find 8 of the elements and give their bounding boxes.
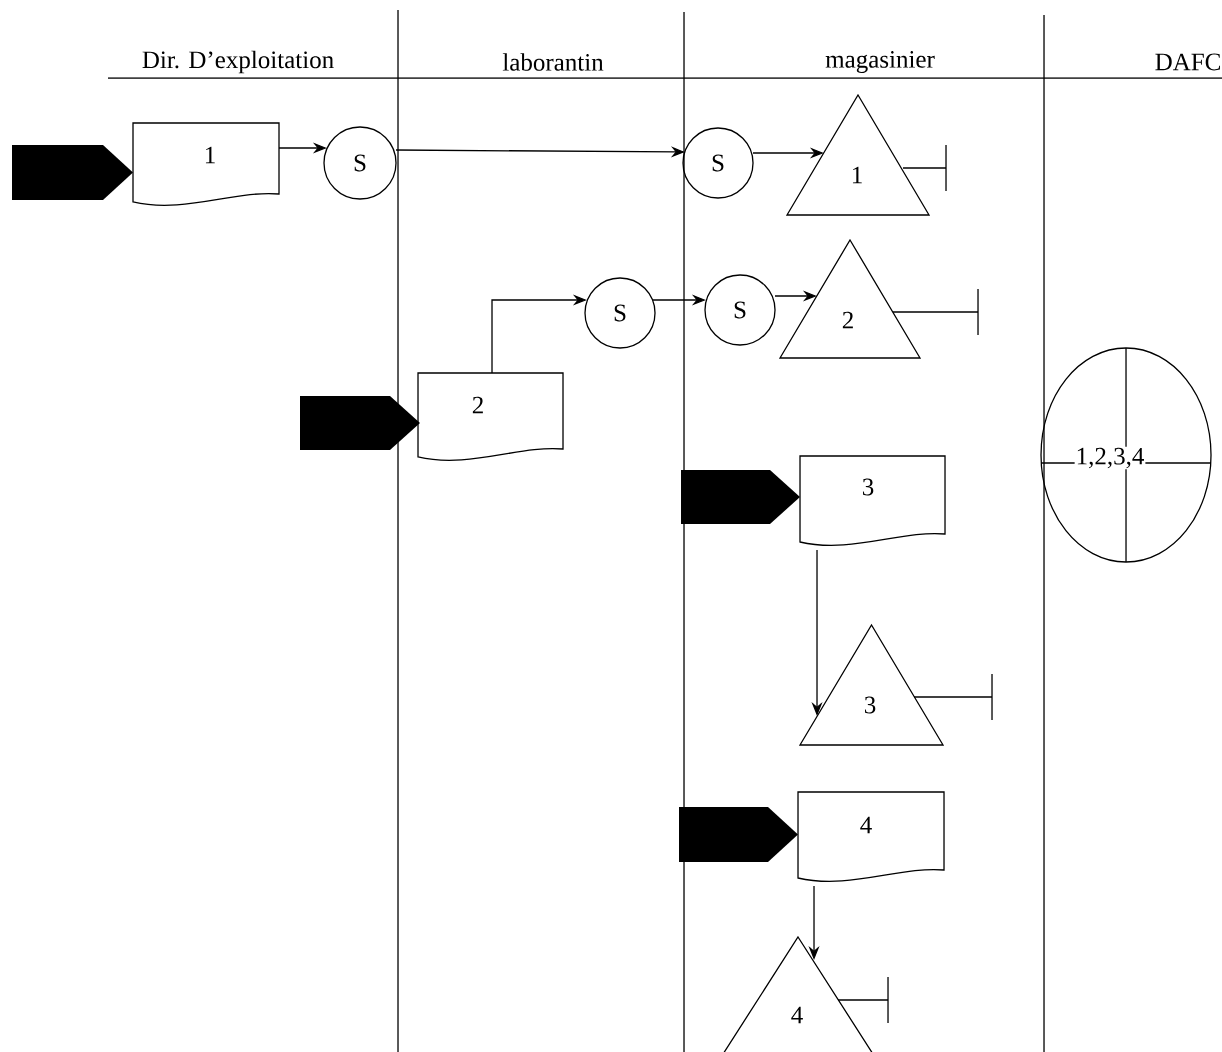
input-arrow: [12, 145, 133, 200]
lane-header: DAFC: [1155, 53, 1220, 71]
lane-header: magasinier: [825, 51, 935, 73]
lane-header: Dir. D’exploitation: [142, 50, 334, 74]
lane-header: laborantin: [502, 53, 604, 71]
input-arrow: [681, 470, 800, 524]
input-arrow: [679, 807, 798, 862]
input-arrow: [300, 396, 420, 450]
